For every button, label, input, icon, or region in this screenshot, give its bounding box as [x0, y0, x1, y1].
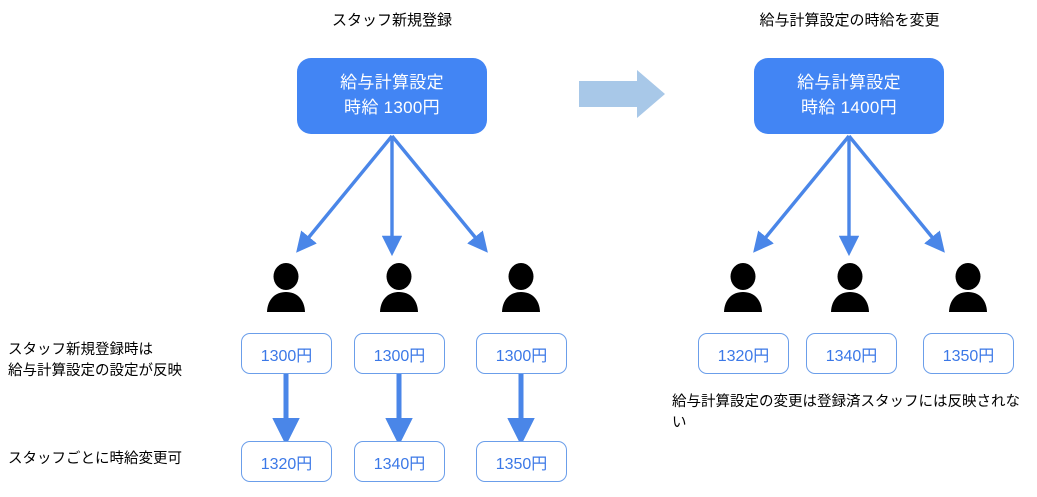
left-staff-2: [377, 262, 421, 317]
left-setting-box-line2: 時給 1300円: [344, 98, 440, 117]
person-icon: [831, 263, 869, 312]
left-staff-1: [264, 262, 308, 317]
section-title-left: スタッフ新規登録: [331, 12, 452, 29]
left-changed-wage-2[interactable]: 1340円: [354, 441, 445, 482]
left-wage-change-arrows: [272, 374, 535, 446]
note-right: 給与計算設定の変更は登録済スタッフには反映されない: [672, 394, 1020, 432]
left-assigned-wage-3[interactable]: 1300円: [476, 333, 567, 374]
person-icon: [380, 263, 418, 312]
left-setting-box[interactable]: 給与計算設定 時給 1300円: [297, 58, 487, 134]
right-staff-3: [946, 262, 990, 317]
note-left-top: スタッフ新規登録時は 給与計算設定の設定が反映: [8, 342, 182, 380]
left-changed-wage-3[interactable]: 1350円: [476, 441, 567, 482]
section-title-right: 給与計算設定の時給を変更: [759, 12, 940, 29]
left-staff-3: [499, 262, 543, 317]
right-diverging-arrows: [753, 134, 945, 257]
person-icon: [949, 263, 987, 312]
note-left-bottom: スタッフごとに時給変更可: [8, 451, 182, 467]
person-icon: [724, 263, 762, 312]
left-diverging-arrows: [296, 134, 488, 257]
right-assigned-wage-1[interactable]: 1320円: [698, 333, 789, 374]
left-assigned-wage-1[interactable]: 1300円: [241, 333, 332, 374]
person-icon: [267, 263, 305, 312]
left-changed-wage-1[interactable]: 1320円: [241, 441, 332, 482]
right-block-arrow-icon: [579, 70, 665, 118]
right-setting-box-line2: 時給 1400円: [801, 98, 897, 117]
right-setting-box-line1: 給与計算設定: [797, 73, 901, 93]
right-assigned-wage-2[interactable]: 1340円: [806, 333, 897, 374]
right-staff-1: [721, 262, 765, 317]
right-setting-box[interactable]: 給与計算設定 時給 1400円: [754, 58, 944, 134]
right-assigned-wage-3[interactable]: 1350円: [923, 333, 1014, 374]
person-icon: [502, 263, 540, 312]
left-setting-box-line1: 給与計算設定: [340, 73, 444, 93]
left-assigned-wage-2[interactable]: 1300円: [354, 333, 445, 374]
right-staff-2: [828, 262, 872, 317]
